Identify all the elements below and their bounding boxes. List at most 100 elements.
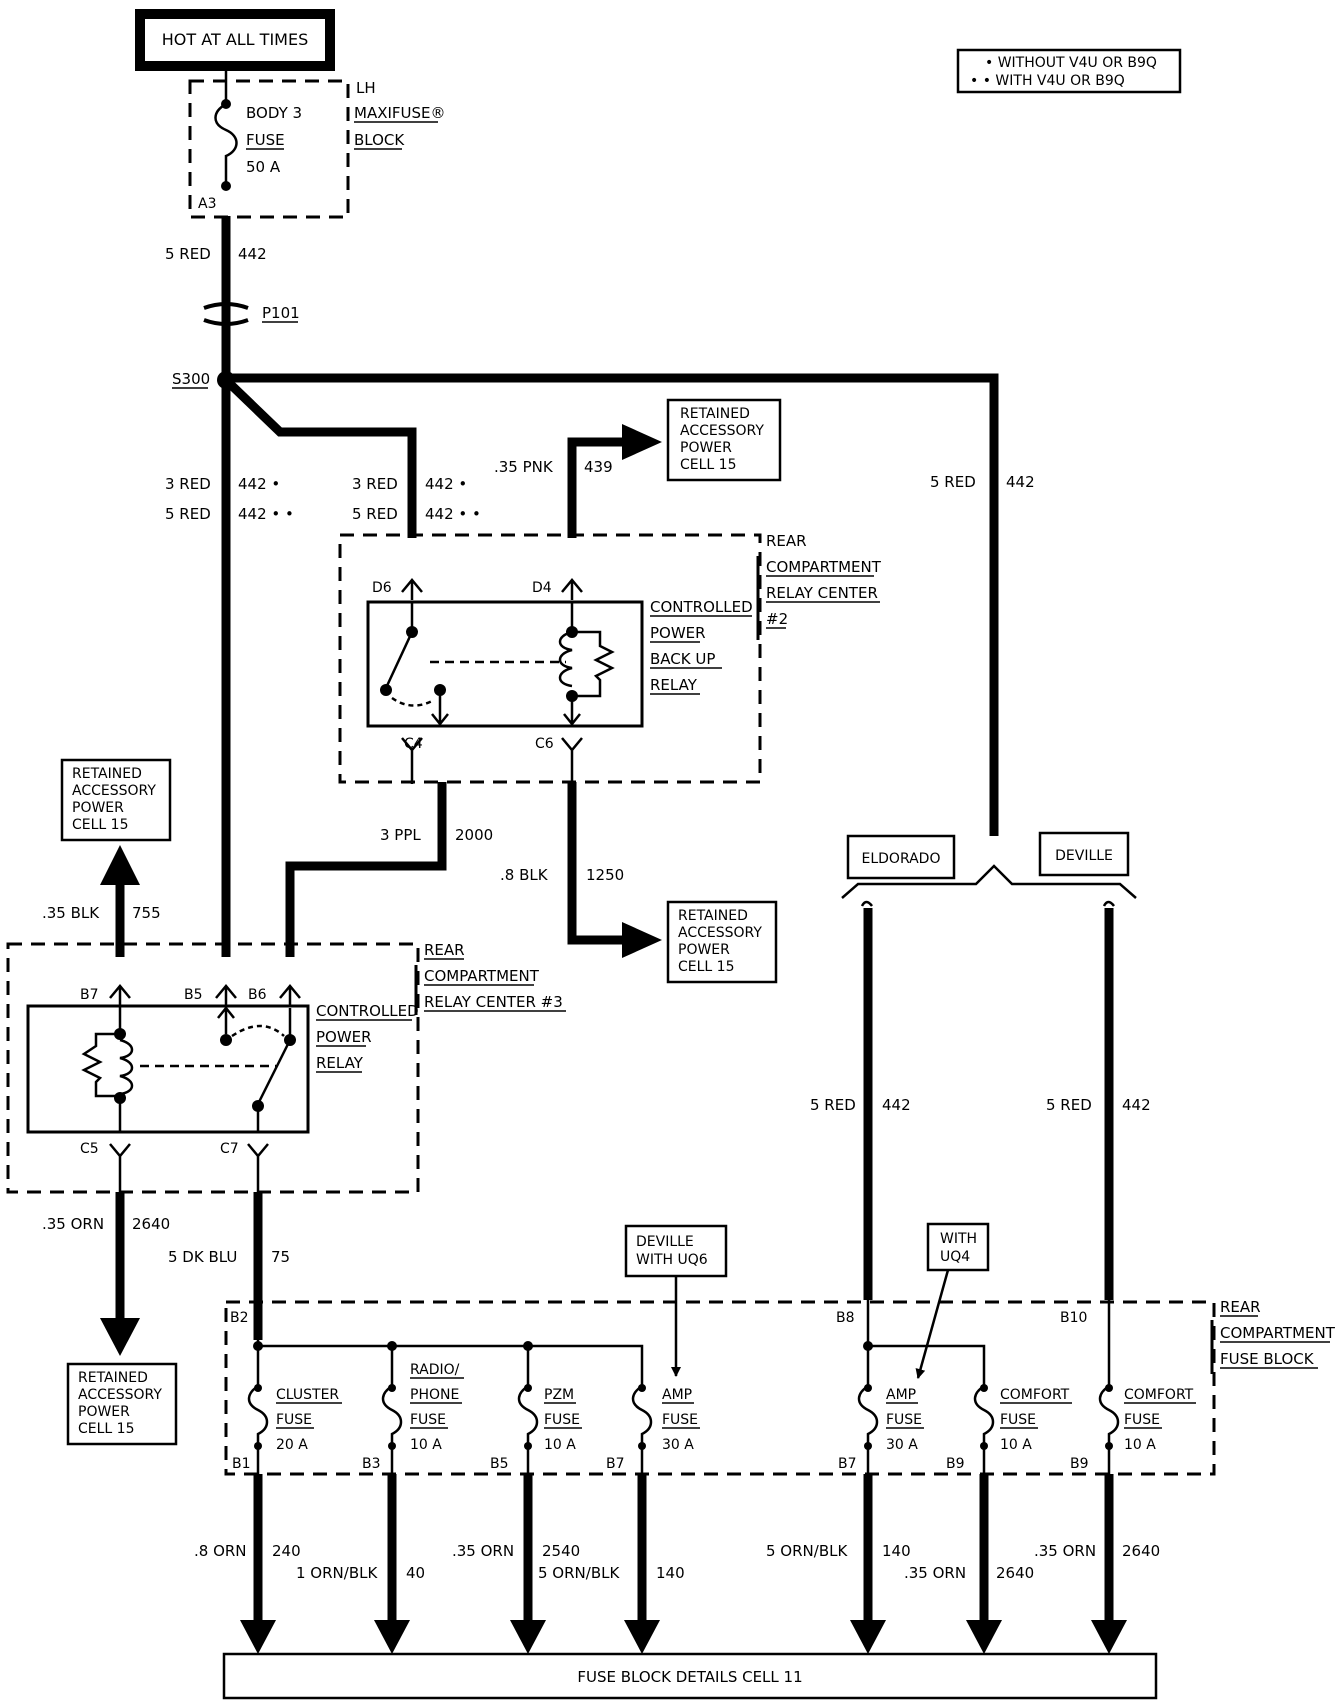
fuse-elements (247, 1384, 1120, 1476)
retained-power-box-left-bottom: RETAINED ACCESSORY POWER CELL 15 (66, 1362, 178, 1446)
svg-text:RELAY: RELAY (316, 1054, 364, 1072)
fuse-cluster: CLUSTER FUSE 20 A B1 (232, 1387, 342, 1472)
svg-text:COMPARTMENT: COMPARTMENT (766, 558, 882, 576)
svg-text:UQ4: UQ4 (940, 1249, 970, 1265)
svg-text:ACCESSORY: ACCESSORY (78, 1387, 162, 1403)
w442-deville-gauge: 5 RED (1046, 1096, 1092, 1114)
w755-gauge: .35 BLK (42, 904, 100, 922)
w442-left-b-circuit: 442 • • (238, 505, 294, 523)
w442-left-a-gauge: 3 RED (165, 475, 211, 493)
out2640b-circuit: 2640 (1122, 1542, 1160, 1560)
svg-text:DEVILLE: DEVILLE (636, 1234, 694, 1250)
svg-text:B7: B7 (838, 1456, 857, 1472)
svg-text:ACCESSORY: ACCESSORY (680, 423, 764, 439)
deville-label: DEVILLE (1055, 848, 1113, 864)
relay-center-2: REAR COMPARTMENT RELAY CENTER #2 D6 D4 C… (338, 532, 882, 784)
out140b-circuit: 140 (882, 1542, 911, 1560)
svg-text:C5: C5 (80, 1141, 99, 1157)
maxifuse-block-line-2: MAXIFUSE® (354, 104, 446, 122)
svg-text:B6: B6 (248, 987, 267, 1003)
body3-fuse-line-1: BODY 3 (246, 104, 302, 122)
svg-text:REAR: REAR (424, 941, 465, 959)
w2640-left-gauge: .35 ORN (42, 1215, 104, 1233)
svg-text:POWER: POWER (650, 624, 706, 642)
svg-text:RETAINED: RETAINED (72, 766, 142, 782)
svg-text:COMFORT: COMFORT (1000, 1387, 1070, 1403)
w1250-gauge: .8 BLK (500, 866, 549, 884)
svg-text:RELAY: RELAY (650, 676, 698, 694)
svg-text:FUSE: FUSE (662, 1412, 698, 1428)
w75-circuit: 75 (271, 1248, 290, 1266)
svg-text:CELL 15: CELL 15 (78, 1421, 135, 1437)
body3-fuse-line-3: 50 A (246, 158, 281, 176)
out2540-circuit: 2540 (542, 1542, 580, 1560)
svg-text:B10: B10 (1060, 1310, 1087, 1326)
svg-text:WITH: WITH (940, 1231, 977, 1247)
w2000-gauge: 3 PPL (380, 826, 421, 844)
w442-left-b-gauge: 5 RED (165, 505, 211, 523)
out40-circuit: 40 (406, 1564, 425, 1582)
relay-center-3: REAR COMPARTMENT RELAY CENTER #3 B7 B5 B… (6, 941, 566, 1194)
maxifuse-pin-a3: A3 (198, 196, 216, 212)
w442-right-circuit: 442 (1006, 473, 1035, 491)
svg-text:POWER: POWER (78, 1404, 130, 1420)
svg-text:WITH UQ6: WITH UQ6 (636, 1252, 708, 1268)
svg-text:POWER: POWER (72, 800, 124, 816)
svg-text:RETAINED: RETAINED (680, 406, 750, 422)
svg-text:B1: B1 (232, 1456, 251, 1472)
svg-text:C6: C6 (535, 736, 554, 752)
p101-label: P101 (262, 304, 300, 322)
svg-text:CONTROLLED: CONTROLLED (316, 1002, 419, 1020)
svg-text:CLUSTER: CLUSTER (276, 1387, 339, 1403)
w442-eldorado-gauge: 5 RED (810, 1096, 856, 1114)
svg-text:AMP: AMP (886, 1387, 916, 1403)
out140a-gauge: 5 ORN/BLK (538, 1564, 620, 1582)
fuse-radio-phone: RADIO/ PHONE FUSE 10 A B3 (362, 1362, 464, 1472)
svg-text:#2: #2 (766, 610, 788, 628)
w442-left-a-circuit: 442 • (238, 475, 280, 493)
svg-text:RETAINED: RETAINED (78, 1370, 148, 1386)
w442-eldorado-circuit: 442 (882, 1096, 911, 1114)
svg-text:RETAINED: RETAINED (678, 908, 748, 924)
svg-text:POWER: POWER (680, 440, 732, 456)
w755-circuit: 755 (132, 904, 161, 922)
legend-line-2: • • WITH V4U OR B9Q (970, 73, 1125, 89)
w2640-left-circuit: 2640 (132, 1215, 170, 1233)
svg-text:10 A: 10 A (1000, 1437, 1032, 1453)
maxifuse-block: LH MAXIFUSE® BLOCK BODY 3 FUSE 50 A A3 (188, 71, 446, 219)
w1250-circuit: 1250 (586, 866, 624, 884)
svg-text:PZM: PZM (544, 1387, 574, 1403)
svg-text:REAR: REAR (766, 532, 807, 550)
model-split: ELDORADO DEVILLE (841, 831, 1137, 907)
retained-power-box-middle: RETAINED ACCESSORY POWER CELL 15 (666, 900, 778, 984)
fuse-pzm: PZM FUSE 10 A B5 (490, 1387, 582, 1472)
out2540-gauge: .35 ORN (452, 1542, 514, 1560)
svg-text:AMP: AMP (662, 1387, 692, 1403)
w442-main-circuit: 442 (238, 245, 267, 263)
w439-gauge: .35 PNK (494, 458, 554, 476)
svg-text:FUSE: FUSE (276, 1412, 312, 1428)
retained-power-box-top: RETAINED ACCESSORY POWER CELL 15 (666, 398, 782, 482)
svg-text:C4: C4 (404, 736, 423, 752)
legend-line-1: • WITHOUT V4U OR B9Q (985, 55, 1157, 71)
eldorado-label: ELDORADO (862, 851, 941, 867)
out240-gauge: .8 ORN (194, 1542, 247, 1560)
w442-right-gauge: 5 RED (930, 473, 976, 491)
option-deville-uq6: DEVILLE WITH UQ6 (624, 1224, 728, 1377)
svg-text:FUSE: FUSE (1000, 1412, 1036, 1428)
w75-gauge: 5 DK BLU (168, 1248, 237, 1266)
fuse-block-details-box: FUSE BLOCK DETAILS CELL 11 (222, 1652, 1158, 1700)
output-wires (240, 1474, 1127, 1654)
svg-text:FUSE BLOCK: FUSE BLOCK (1220, 1350, 1315, 1368)
fuse-comfort-1: COMFORT FUSE 10 A B9 (946, 1387, 1072, 1472)
legend: • WITHOUT V4U OR B9Q • • WITH V4U OR B9Q (956, 48, 1182, 94)
svg-text:RELAY CENTER: RELAY CENTER (766, 584, 878, 602)
svg-text:B8: B8 (836, 1310, 855, 1326)
svg-text:CELL 15: CELL 15 (678, 959, 735, 975)
svg-text:ACCESSORY: ACCESSORY (72, 783, 156, 799)
w442-mid-b-gauge: 5 RED (352, 505, 398, 523)
svg-text:B2: B2 (230, 1310, 249, 1326)
svg-text:COMPARTMENT: COMPARTMENT (1220, 1324, 1336, 1342)
fuse-comfort-2: COMFORT FUSE 10 A B9 (1070, 1387, 1196, 1472)
option-with-uq4: WITH UQ4 (915, 1222, 990, 1379)
